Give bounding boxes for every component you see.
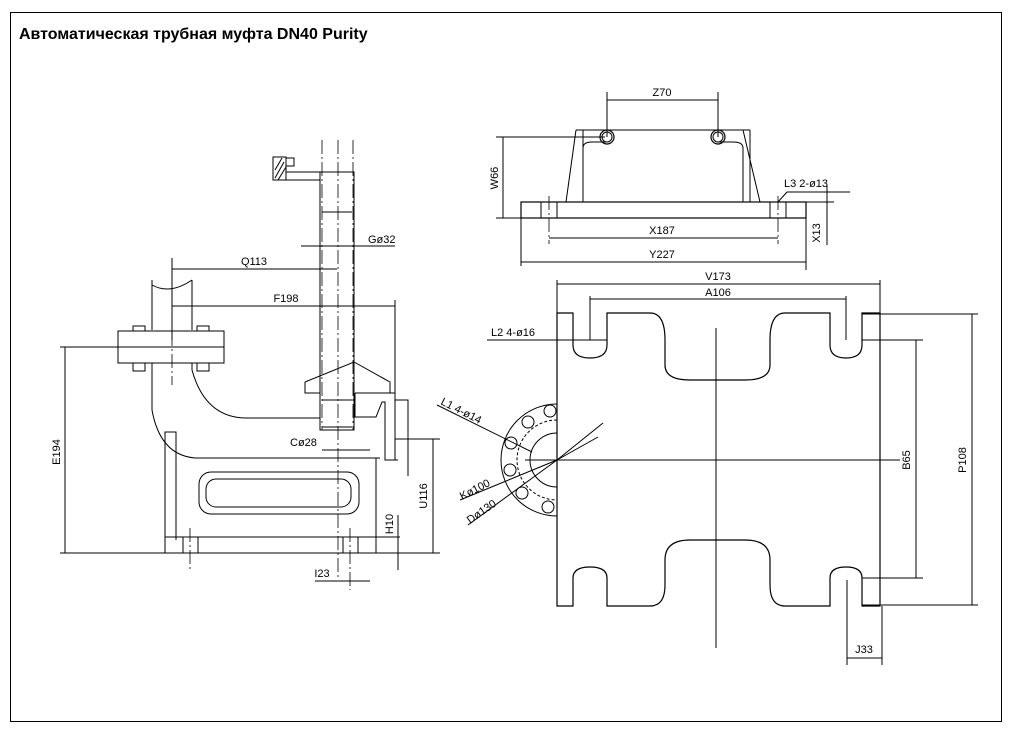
dim-f198: F198 [273,293,298,305]
bracket-base-plate [520,201,807,219]
dim-x13: X13 [811,223,823,243]
body-slot [198,471,360,515]
dim-z70: Z70 [653,87,672,99]
side-view-coupling: Gø32 Q113 F198 Cø28 [51,140,440,590]
dim-e194: E194 [51,439,63,465]
dim-y227: Y227 [649,249,675,261]
dim-q113: Q113 [241,256,267,268]
dim-l2-holes: L2 4-ø16 [491,327,535,339]
dim-a106: A106 [705,287,731,299]
top-view-bracket: Z70 W66 L3 2-ø13 X13 X187 Y227 [489,87,850,270]
dim-i23: I23 [314,568,329,580]
dim-l3-holes: L3 2-ø13 [784,178,828,190]
dim-k100: Kø100 [458,477,492,502]
dim-p108: P108 [957,447,969,473]
drawing-title: Автоматическая трубная муфта DN40 Purity [19,26,368,43]
pipe [319,171,355,431]
dim-b65: B65 [901,450,913,470]
dim-h10: H10 [384,514,396,534]
dim-c28: Cø28 [290,437,317,449]
dim-l1-holes: L1 4-ø14 [439,396,484,427]
dim-u116: U116 [418,483,430,508]
dim-g32: Gø32 [368,234,396,246]
flange-bolt-hole [543,404,557,418]
dim-x187: X187 [649,225,675,237]
dim-d130: Dø130 [465,498,499,527]
drawing-frame [10,12,1002,722]
dim-v173: V173 [705,271,731,283]
dim-w66: W66 [489,167,501,190]
front-view-plate: V173 A106 L2 4-ø16 B65 P108 J33 [436,271,978,665]
dim-j33: J33 [855,644,873,656]
bracket-upright [565,129,761,203]
flange-outer [500,403,558,517]
clamp-block [272,156,287,181]
